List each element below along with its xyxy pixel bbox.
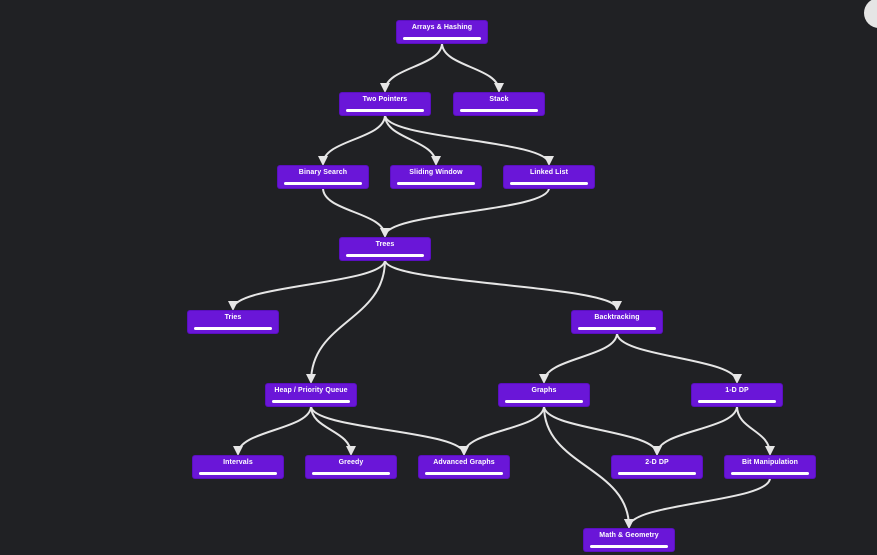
node-arrays-hashing[interactable]: Arrays & Hashing bbox=[397, 21, 487, 43]
node-backtracking-label: Backtracking bbox=[594, 314, 640, 321]
node-bit-manipulation-label: Bit Manipulation bbox=[741, 459, 799, 466]
node-math-geometry-progress-bar bbox=[590, 545, 668, 548]
edge-binary_search-to-trees bbox=[322, 187, 390, 238]
node-linked-list-progress-bar bbox=[510, 182, 588, 185]
node-bit-manipulation-progress-bar bbox=[731, 472, 809, 475]
node-1d-dp[interactable]: 1-D DP bbox=[692, 384, 782, 406]
edge-two_pointers-to-binary_search bbox=[318, 114, 386, 166]
node-2d-dp[interactable]: 2-D DP bbox=[612, 456, 702, 478]
edge-heap_priority_queue-to-greedy bbox=[310, 405, 356, 456]
node-tries-progress-bar bbox=[194, 327, 272, 330]
edge-two_pointers-to-linked_list bbox=[384, 114, 554, 166]
node-1d-dp-progress-bar bbox=[698, 400, 776, 403]
node-greedy[interactable]: Greedy bbox=[306, 456, 396, 478]
node-trees[interactable]: Trees bbox=[340, 238, 430, 260]
node-graphs-progress-bar bbox=[505, 400, 583, 403]
edge-backtracking-to-one_d_dp bbox=[616, 332, 742, 384]
edge-graphs-to-advanced_graphs bbox=[459, 405, 545, 456]
node-advanced-graphs-progress-bar bbox=[425, 472, 503, 475]
edge-graphs-to-math_geometry bbox=[543, 405, 634, 529]
node-backtracking[interactable]: Backtracking bbox=[572, 311, 662, 333]
node-graphs-label: Graphs bbox=[531, 387, 557, 394]
node-intervals-label: Intervals bbox=[223, 459, 253, 466]
node-stack[interactable]: Stack bbox=[454, 93, 544, 115]
edge-arrays_hashing-to-stack bbox=[441, 42, 504, 93]
node-arrays-hashing-progress-bar bbox=[403, 37, 481, 40]
node-bit-manipulation[interactable]: Bit Manipulation bbox=[725, 456, 815, 478]
node-trees-progress-bar bbox=[346, 254, 424, 257]
edge-two_pointers-to-sliding_window bbox=[384, 114, 441, 166]
node-two-pointers-progress-bar bbox=[346, 109, 424, 112]
node-math-geometry-label: Math & Geometry bbox=[599, 532, 659, 539]
node-intervals-progress-bar bbox=[199, 472, 277, 475]
node-tries-label: Tries bbox=[224, 314, 242, 321]
node-greedy-label: Greedy bbox=[338, 459, 364, 466]
node-stack-progress-bar bbox=[460, 109, 538, 112]
node-binary-search[interactable]: Binary Search bbox=[278, 166, 368, 188]
node-advanced-graphs-label: Advanced Graphs bbox=[433, 459, 495, 466]
node-binary-search-label: Binary Search bbox=[298, 169, 348, 176]
edge-trees-to-tries bbox=[228, 259, 386, 311]
edge-arrays_hashing-to-two_pointers bbox=[380, 42, 443, 93]
edge-heap_priority_queue-to-intervals bbox=[233, 405, 312, 456]
edge-linked_list-to-trees bbox=[380, 187, 550, 238]
node-graphs[interactable]: Graphs bbox=[499, 384, 589, 406]
node-sliding-window-label: Sliding Window bbox=[409, 169, 463, 176]
node-tries[interactable]: Tries bbox=[188, 311, 278, 333]
node-heap-priority-queue-progress-bar bbox=[272, 400, 350, 403]
node-arrays-hashing-label: Arrays & Hashing bbox=[411, 24, 473, 31]
node-greedy-progress-bar bbox=[312, 472, 390, 475]
edge-one_d_dp-to-two_d_dp bbox=[652, 405, 738, 456]
node-1d-dp-label: 1-D DP bbox=[725, 387, 749, 394]
edge-bit_manipulation-to-math_geometry bbox=[624, 477, 771, 529]
corner-circle-control[interactable] bbox=[864, 0, 877, 28]
node-linked-list[interactable]: Linked List bbox=[504, 166, 594, 188]
edge-backtracking-to-graphs bbox=[539, 332, 618, 384]
node-two-pointers-label: Two Pointers bbox=[362, 96, 408, 103]
node-advanced-graphs[interactable]: Advanced Graphs bbox=[419, 456, 509, 478]
node-intervals[interactable]: Intervals bbox=[193, 456, 283, 478]
edge-one_d_dp-to-bit_manipulation bbox=[736, 405, 775, 456]
node-heap-priority-queue[interactable]: Heap / Priority Queue bbox=[266, 384, 356, 406]
edge-trees-to-heap_priority_queue bbox=[306, 259, 386, 384]
node-sliding-window[interactable]: Sliding Window bbox=[391, 166, 481, 188]
node-heap-priority-queue-label: Heap / Priority Queue bbox=[274, 387, 348, 394]
node-binary-search-progress-bar bbox=[284, 182, 362, 185]
node-trees-label: Trees bbox=[375, 241, 395, 248]
node-stack-label: Stack bbox=[489, 96, 509, 103]
node-two-pointers[interactable]: Two Pointers bbox=[340, 93, 430, 115]
node-backtracking-progress-bar bbox=[578, 327, 656, 330]
node-math-geometry[interactable]: Math & Geometry bbox=[584, 529, 674, 551]
node-sliding-window-progress-bar bbox=[397, 182, 475, 185]
edge-trees-to-backtracking bbox=[384, 259, 622, 311]
node-linked-list-label: Linked List bbox=[529, 169, 569, 176]
node-2d-dp-label: 2-D DP bbox=[645, 459, 669, 466]
node-2d-dp-progress-bar bbox=[618, 472, 696, 475]
edge-heap_priority_queue-to-advanced_graphs bbox=[310, 405, 469, 456]
